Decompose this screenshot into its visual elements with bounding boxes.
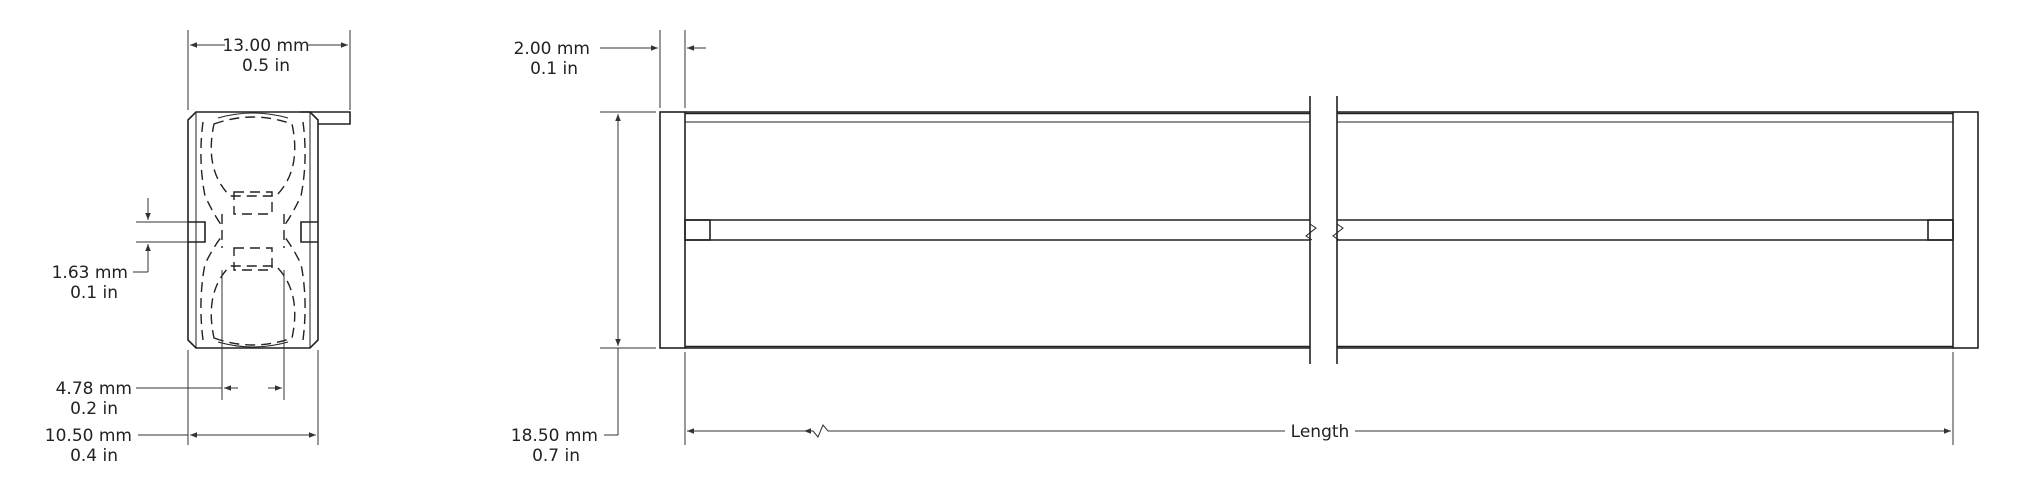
- dimension-label-in: 0.1 in: [70, 283, 118, 303]
- hidden-line: [210, 116, 296, 197]
- dimension-label-mm: 1.63 mm: [52, 263, 128, 283]
- hidden-line: [233, 247, 273, 271]
- dimension-label-length: Length: [1291, 422, 1350, 442]
- dimension-wall: 2.00 mm 0.1 in: [514, 30, 706, 108]
- hidden-line: [200, 121, 223, 227]
- side-view-break: [1305, 96, 1344, 364]
- hidden-line: [210, 265, 296, 346]
- side-view-section-right: [1337, 111, 1954, 349]
- dimension-height: 18.50 mm 0.7 in: [511, 111, 656, 466]
- dimension-width-bottom: 10.50 mm 0.4 in: [45, 350, 319, 466]
- hidden-line: [283, 235, 306, 341]
- side-view-end-cap-left: [659, 111, 686, 349]
- dimension-label-in: 0.4 in: [70, 446, 118, 466]
- side-view: [659, 96, 1979, 364]
- end-view: [187, 111, 351, 349]
- dimension-label-in: 0.2 in: [70, 399, 118, 419]
- end-view-slot-right: [300, 221, 318, 243]
- hidden-line: [200, 235, 223, 341]
- end-view-arc-bottom: [217, 341, 289, 348]
- dimension-label-mm: 10.50 mm: [45, 426, 132, 446]
- end-view-arc-top: [217, 112, 289, 119]
- dimension-label-mm: 4.78 mm: [56, 379, 132, 399]
- dimension-label-mm: 18.50 mm: [511, 426, 598, 446]
- dimension-label-in: 0.1 in: [530, 59, 578, 79]
- dimension-length: Length: [684, 352, 1954, 445]
- side-view-end-cap-right: [1952, 111, 1979, 349]
- dimension-label-mm: 2.00 mm: [514, 39, 590, 59]
- dimension-inner-gap: 4.78 mm 0.2 in: [56, 270, 285, 419]
- dimension-label-in: 0.7 in: [532, 446, 580, 466]
- end-view-tab: [300, 111, 351, 125]
- hidden-line: [283, 121, 306, 227]
- end-view-slot-left: [188, 221, 206, 243]
- side-view-section-left: [684, 111, 1310, 349]
- dimension-label-in: 0.5 in: [242, 56, 290, 76]
- hidden-line: [233, 191, 273, 215]
- dimension-width-top: 13.00 mm 0.5 in: [187, 30, 351, 110]
- dimension-slot: 1.63 mm 0.1 in: [52, 198, 188, 303]
- dimension-label-mm: 13.00 mm: [222, 36, 309, 56]
- end-view-outline: [187, 111, 319, 349]
